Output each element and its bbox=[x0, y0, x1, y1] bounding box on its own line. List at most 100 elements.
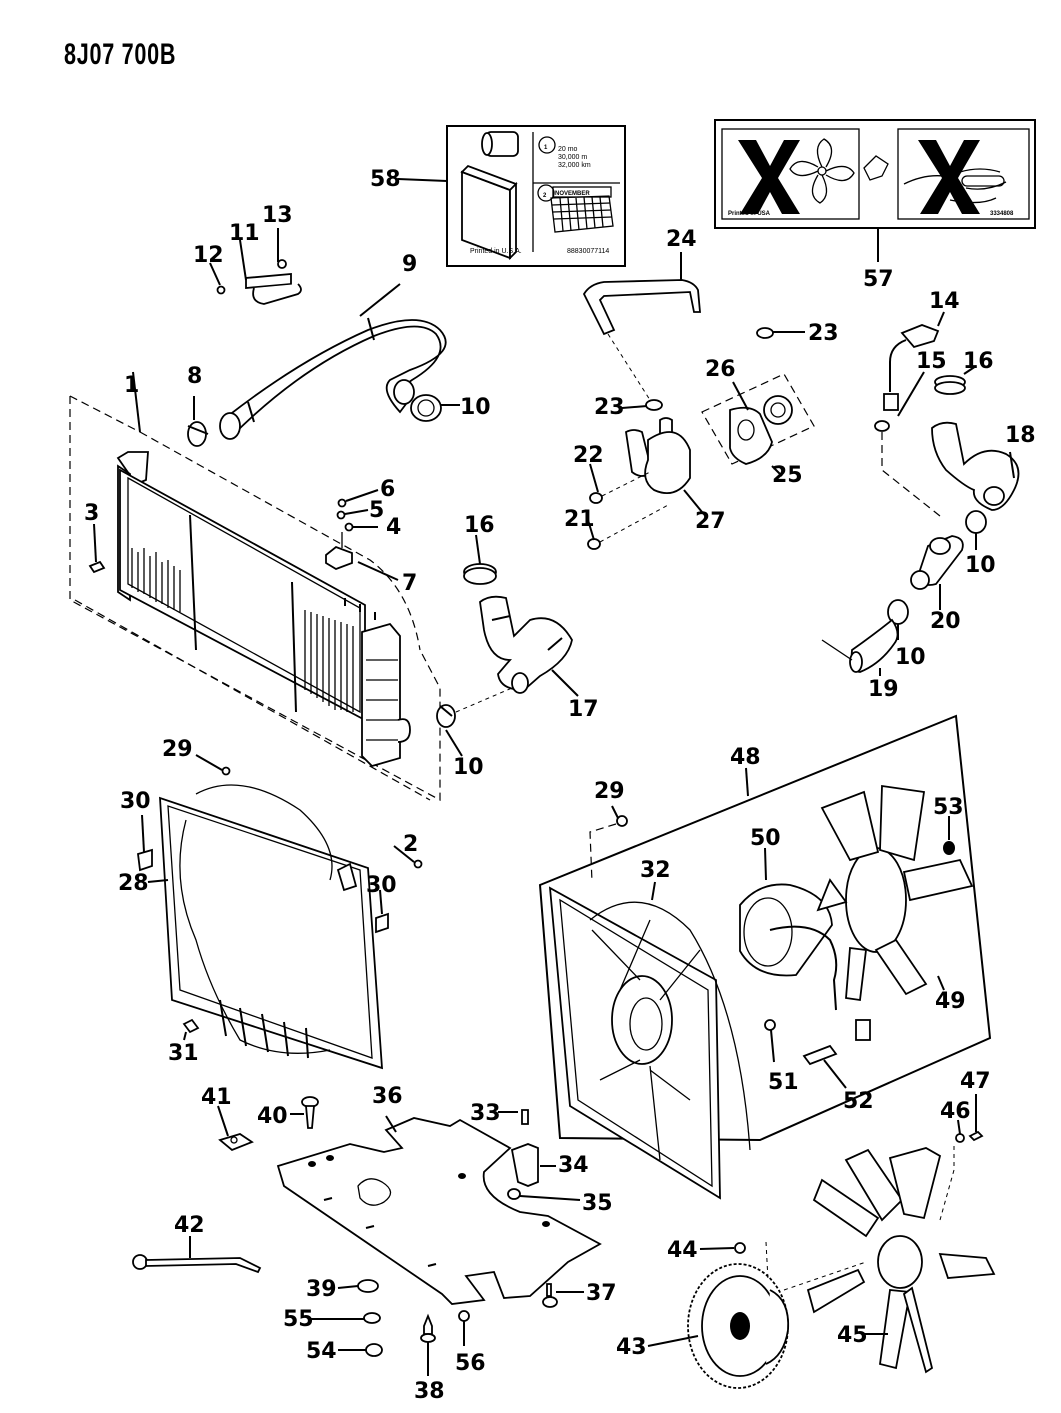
callout-29-a: 29 bbox=[162, 737, 193, 762]
hose-clamp-8 bbox=[187, 421, 209, 447]
bracket-34 bbox=[510, 1143, 556, 1187]
plug-56 bbox=[458, 1310, 470, 1346]
fan-blade-49 bbox=[816, 784, 974, 1002]
callout-19: 19 bbox=[868, 677, 899, 702]
lower-radiator-hose bbox=[479, 595, 573, 694]
radiator-fins-left bbox=[131, 548, 181, 612]
hose-clamp-16-right bbox=[934, 365, 977, 395]
screw-33 bbox=[498, 1109, 529, 1125]
callout-10-b: 10 bbox=[453, 755, 484, 780]
callout-45: 45 bbox=[837, 1323, 868, 1348]
callout-41: 41 bbox=[201, 1085, 232, 1110]
callout-26: 26 bbox=[705, 357, 736, 382]
callout-12: 12 bbox=[193, 243, 224, 268]
right-hose-group bbox=[821, 311, 1020, 676]
prohibited-x-icon bbox=[738, 140, 800, 214]
grommet-35 bbox=[507, 1188, 581, 1201]
radiator-tank bbox=[344, 598, 411, 768]
hose-clamp-16 bbox=[463, 534, 497, 585]
callout-36: 36 bbox=[372, 1084, 403, 1109]
callout-21: 21 bbox=[564, 507, 595, 532]
thermostat-group bbox=[582, 252, 815, 550]
prohibited-x-icon bbox=[918, 140, 980, 214]
fan-shroud-28 bbox=[147, 784, 383, 1070]
callout-55: 55 bbox=[283, 1307, 314, 1332]
callout-23-b: 23 bbox=[594, 395, 625, 420]
callout-32: 32 bbox=[640, 858, 671, 883]
callout-48: 48 bbox=[730, 745, 761, 770]
hose-clamp-23-bottom bbox=[621, 399, 663, 411]
callout-16-left: 16 bbox=[464, 513, 495, 538]
warning-decal-57: Printed in USA 3334808 bbox=[714, 119, 1036, 262]
bolt-29-left bbox=[195, 754, 231, 776]
clip-30-left bbox=[137, 814, 153, 872]
strap-42 bbox=[132, 1236, 262, 1274]
nut-54 bbox=[338, 1343, 383, 1357]
screw-38 bbox=[420, 1313, 436, 1376]
fan-blade-45 bbox=[806, 1147, 996, 1374]
callout-53: 53 bbox=[933, 795, 964, 820]
step2-number: 2 bbox=[543, 193, 547, 199]
bracket-11 bbox=[239, 239, 302, 305]
callout-50: 50 bbox=[750, 826, 781, 851]
nut-53 bbox=[943, 816, 955, 855]
lower-hose-group bbox=[436, 534, 579, 757]
belt-pulley-icon bbox=[903, 168, 1007, 204]
callout-37: 37 bbox=[586, 1281, 617, 1306]
splash-shield-36 bbox=[276, 1115, 602, 1305]
nut-13 bbox=[277, 228, 287, 269]
callout-5: 5 bbox=[369, 498, 384, 523]
callout-10-d: 10 bbox=[895, 645, 926, 670]
hose-clamp-10c bbox=[965, 510, 987, 550]
nut-2 bbox=[393, 845, 423, 869]
callout-42: 42 bbox=[174, 1213, 205, 1238]
callout-17: 17 bbox=[568, 697, 599, 722]
radiator-group bbox=[69, 371, 441, 802]
callout-28: 28 bbox=[118, 871, 149, 896]
push-pin-40 bbox=[290, 1096, 319, 1129]
u-nut-41 bbox=[217, 1105, 254, 1152]
callout-31: 31 bbox=[168, 1041, 199, 1066]
nut-44 bbox=[699, 1241, 867, 1291]
fan-shroud-32 bbox=[548, 881, 751, 1200]
callout-13: 13 bbox=[262, 203, 293, 228]
callout-25: 25 bbox=[772, 463, 803, 488]
radiator-fins-right bbox=[304, 610, 354, 712]
radiator-icon bbox=[460, 131, 519, 261]
callout-20: 20 bbox=[930, 609, 961, 634]
fan-motor-50 bbox=[739, 847, 871, 1041]
upper-hose-group bbox=[187, 228, 460, 447]
callout-11: 11 bbox=[229, 221, 260, 246]
radiator bbox=[116, 451, 411, 768]
electric-fan-assembly-48 bbox=[538, 714, 992, 1200]
step1-line-3: 32,000 km bbox=[558, 162, 591, 169]
nut-39 bbox=[337, 1279, 379, 1293]
fan-clutch-43 bbox=[647, 1263, 790, 1389]
callout-46: 46 bbox=[940, 1099, 971, 1124]
screw-37 bbox=[542, 1283, 584, 1308]
nut-51 bbox=[764, 1019, 776, 1063]
callout-9: 9 bbox=[402, 252, 417, 277]
callout-3: 3 bbox=[84, 501, 99, 526]
step1-line-2: 30,000 m bbox=[558, 154, 587, 161]
callout-22: 22 bbox=[573, 443, 604, 468]
callout-29-b: 29 bbox=[594, 779, 625, 804]
callout-40: 40 bbox=[257, 1104, 288, 1129]
calendar-label: NOVEMBER bbox=[555, 191, 590, 197]
callout-15: 15 bbox=[916, 349, 947, 374]
sensor-14 bbox=[883, 311, 945, 411]
bolt-29-right bbox=[589, 805, 628, 883]
bypass-hose-24 bbox=[582, 252, 701, 336]
callout-24: 24 bbox=[666, 227, 697, 252]
bolt-22 bbox=[589, 463, 651, 504]
callout-43: 43 bbox=[616, 1335, 647, 1360]
callout-54: 54 bbox=[306, 1339, 337, 1364]
callout-35: 35 bbox=[582, 1191, 613, 1216]
service-decal-58: 1 20 mo 30,000 m 32,000 km 2 NOVEMBER bbox=[397, 125, 626, 267]
calendar-icon: NOVEMBER bbox=[550, 186, 614, 233]
callout-30-b: 30 bbox=[366, 873, 397, 898]
hose-19 bbox=[821, 618, 899, 676]
upper-radiator-hose bbox=[219, 317, 447, 440]
